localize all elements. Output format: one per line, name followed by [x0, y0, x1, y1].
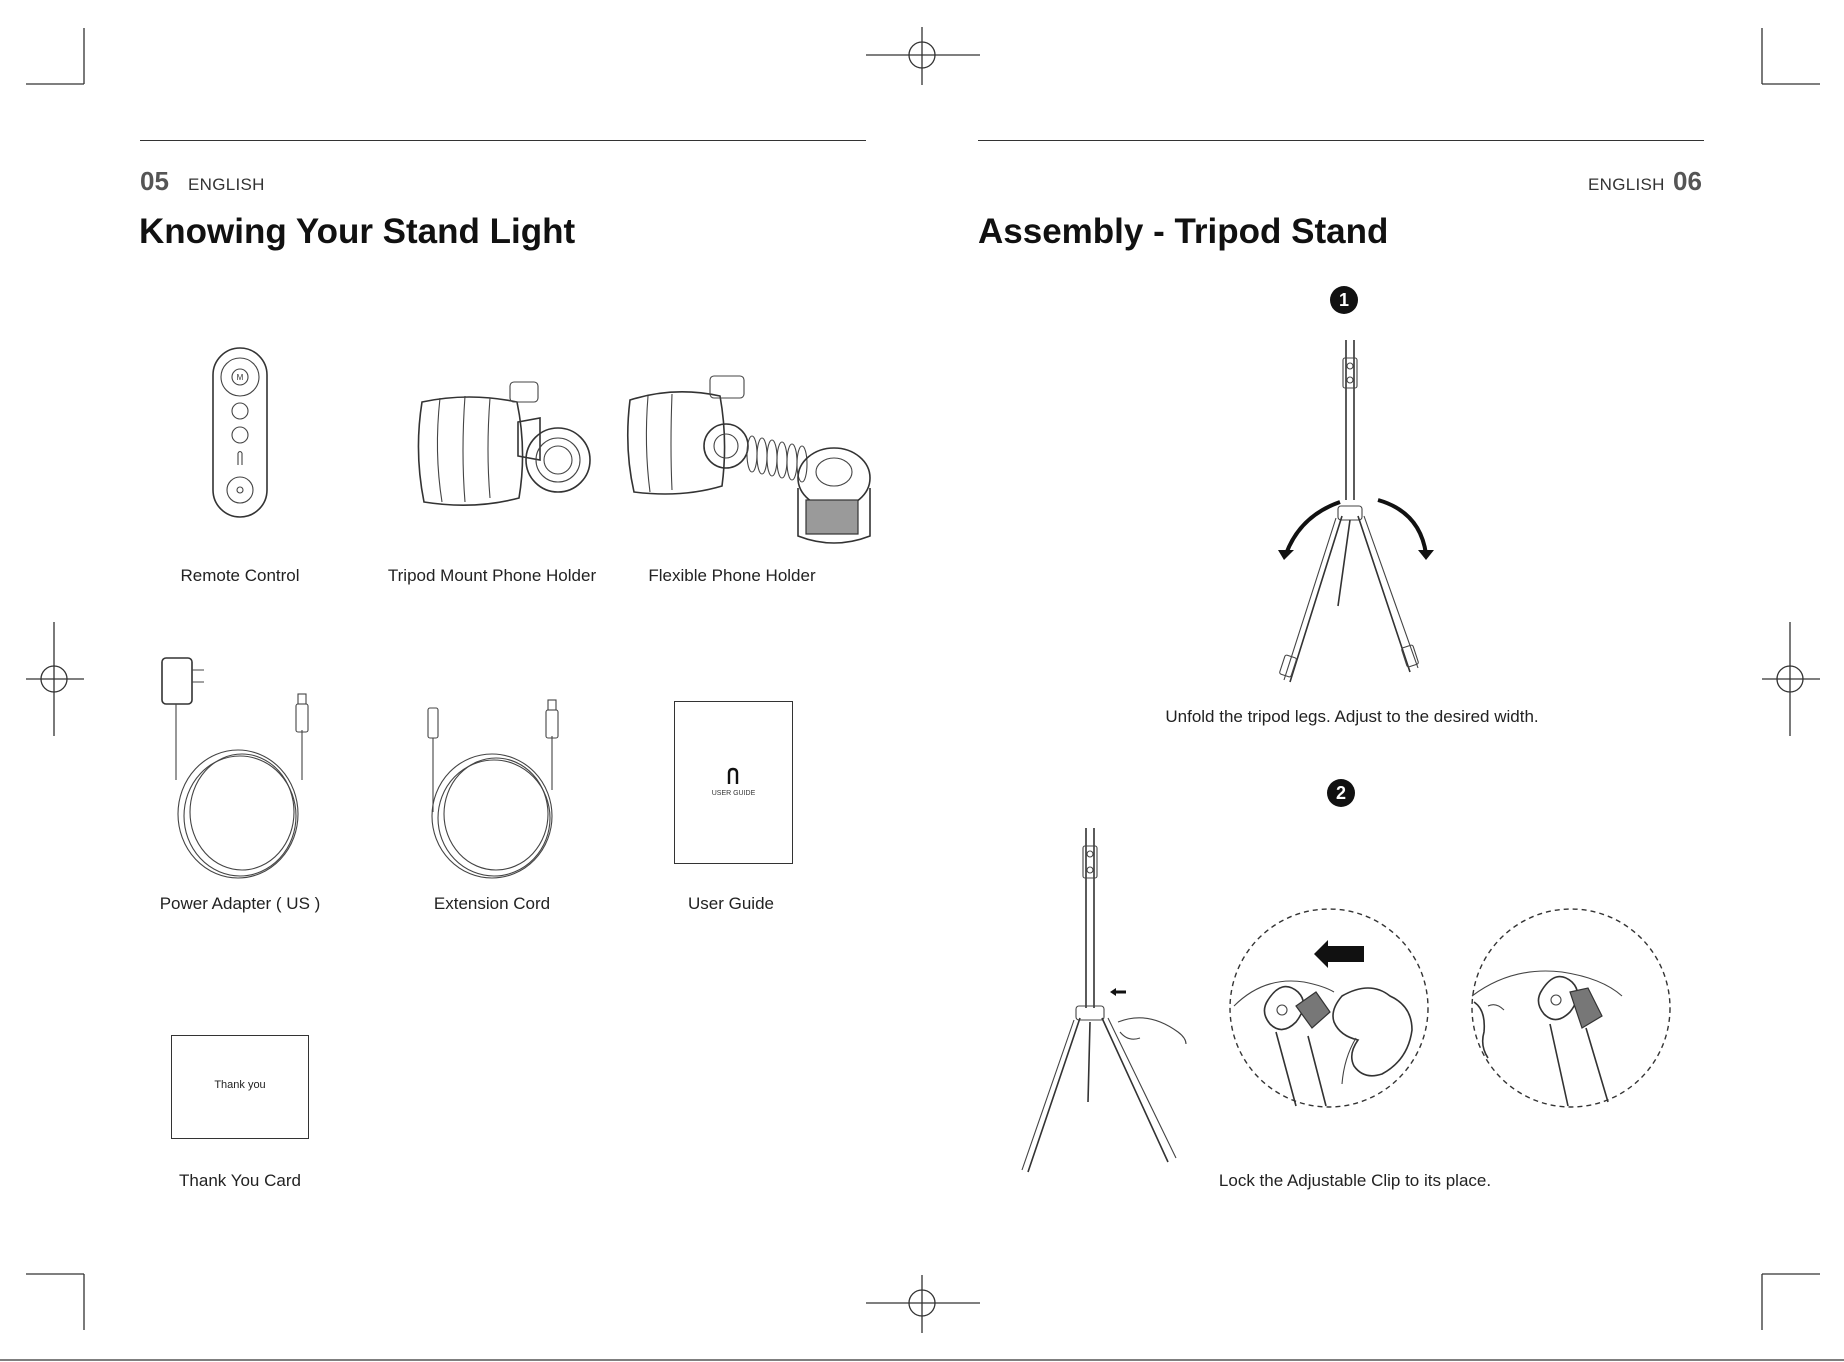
header-rule-right	[978, 140, 1704, 141]
language-label-left: ENGLISH	[188, 175, 265, 194]
flexible-phone-holder-illustration	[626, 375, 871, 544]
page-number-right: 06	[1673, 166, 1702, 196]
extension-cord-illustration	[427, 699, 559, 879]
tripod-mount-phone-holder-illustration	[417, 381, 591, 506]
step-1-caption: Unfold the tripod legs. Adjust to the de…	[1165, 707, 1539, 726]
remote-control-illustration: M	[212, 347, 268, 518]
item-label-thank-you-card: Thank You Card	[179, 1171, 301, 1190]
step-2-caption: Lock the Adjustable Clip to its place.	[1218, 1171, 1492, 1190]
thank-you-card: Thank you	[171, 1035, 309, 1139]
item-label-remote-control: Remote Control	[180, 566, 300, 585]
user-guide-cover-text: USER GUIDE	[711, 790, 756, 797]
page-title-left: Knowing Your Stand Light	[139, 212, 576, 251]
step-2-badge: 2	[1327, 779, 1355, 807]
page-title-right: Assembly - Tripod Stand	[978, 212, 1389, 251]
item-label-extension-cord: Extension Cord	[433, 894, 551, 913]
brand-logo-icon	[727, 767, 739, 784]
item-label-tripod-mount-phone-holder: Tripod Mount Phone Holder	[387, 566, 597, 585]
user-guide-booklet: USER GUIDE	[674, 701, 793, 864]
item-label-flexible-phone-holder: Flexible Phone Holder	[648, 566, 816, 585]
remote-m-button-text: M	[237, 373, 244, 382]
step-1-badge: 1	[1330, 286, 1358, 314]
clip-detail-zoom-before	[1229, 908, 1429, 1108]
clip-detail-zoom-after	[1471, 908, 1671, 1108]
tripod-clip-lock-illustration	[1021, 828, 1187, 1173]
thank-you-card-text: Thank you	[214, 1079, 266, 1091]
item-label-user-guide: User Guide	[688, 894, 774, 913]
tripod-unfold-illustration	[1278, 340, 1434, 683]
power-adapter-illustration	[161, 657, 309, 879]
page-number-left: 05	[140, 166, 169, 196]
language-label-right: ENGLISH	[1588, 175, 1665, 194]
item-label-power-adapter: Power Adapter ( US )	[159, 894, 321, 913]
header-rule-left	[140, 140, 866, 141]
